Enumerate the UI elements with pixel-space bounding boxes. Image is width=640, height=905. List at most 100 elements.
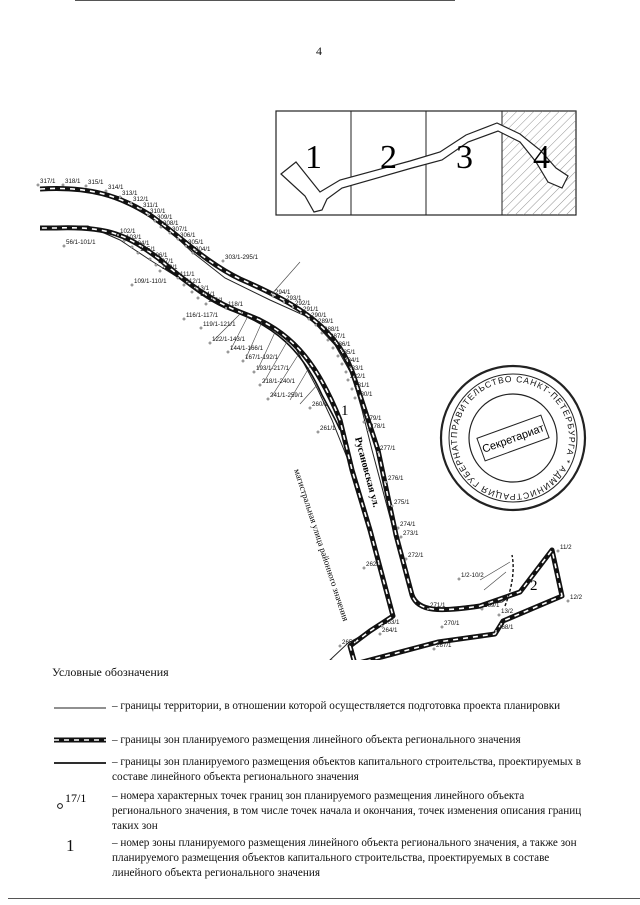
point-marker <box>130 245 134 249</box>
point-label: 56/1-101/1 <box>66 239 96 246</box>
point-label: 312/1 <box>133 196 149 203</box>
point-label: 282/1 <box>350 373 366 380</box>
point-label: 241/1-259/1 <box>270 392 304 399</box>
construction-boundary <box>164 267 341 431</box>
point-label: 305/1 <box>188 239 204 246</box>
point-label: 118/1 <box>228 301 244 308</box>
point-label: 314/1 <box>108 184 124 191</box>
point-label: 263/1 <box>384 619 400 626</box>
point-marker <box>62 244 66 248</box>
point-marker <box>199 326 203 330</box>
point-marker <box>350 387 354 391</box>
point-marker <box>118 195 122 199</box>
point-label: 311/1 <box>143 202 159 209</box>
point-label: 193/1-217/1 <box>256 365 290 372</box>
point-label: 307/1 <box>172 226 188 233</box>
point-marker <box>104 189 108 193</box>
point-marker <box>61 183 65 187</box>
map-zone-2-label: 2 <box>530 578 538 594</box>
point-marker <box>497 613 501 617</box>
point-marker <box>291 305 295 309</box>
point-label: 294/1 <box>275 289 291 296</box>
point-marker <box>378 632 382 636</box>
legend-item-5: – номер зоны планируемого размещения лин… <box>112 837 577 879</box>
top-rule <box>75 0 455 1</box>
point-marker <box>226 350 230 354</box>
seal-outer-text: ПРАВИТЕЛЬСТВО САНКТ-ПЕТЕРБУРГА * АДМИНИС… <box>0 0 576 502</box>
point-label: 281/1 <box>354 382 370 389</box>
point-label: 104/1 <box>134 240 150 247</box>
point-label: 283/1 <box>348 365 364 372</box>
point-marker <box>384 480 388 484</box>
point-marker <box>380 624 384 628</box>
point-marker <box>158 269 162 273</box>
map-zone-1-label: 1 <box>341 403 349 419</box>
inset-zone-4: 4 <box>533 139 550 176</box>
point-label: 304/1 <box>195 246 211 253</box>
point-marker <box>299 311 303 315</box>
point-marker <box>221 259 225 263</box>
point-label: 144/1-166/1 <box>230 345 264 352</box>
point-marker <box>340 362 344 366</box>
legend-item-2: – границы зон планируемого размещения ли… <box>112 734 521 746</box>
secretariat-seal: ПРАВИТЕЛЬСТВО САНКТ-ПЕТЕРБУРГА * АДМИНИС… <box>0 0 587 512</box>
point-label: 261/1 <box>320 425 336 432</box>
road-note: магистральная улица районного значения <box>292 468 351 623</box>
point-label: 267/1 <box>436 642 452 649</box>
point-label: 278/1 <box>370 423 386 430</box>
point-marker <box>362 566 366 570</box>
point-marker <box>432 647 436 651</box>
point-label: 115/1 <box>208 297 224 304</box>
point-marker <box>176 237 180 241</box>
point-marker <box>396 526 400 530</box>
page-number: 4 <box>316 44 322 58</box>
point-label: 286/1 <box>335 341 351 348</box>
point-label: 303/1-295/1 <box>225 254 259 261</box>
point-marker <box>556 549 560 553</box>
point-label: 279/1 <box>366 415 382 422</box>
point-marker <box>314 323 318 327</box>
point-marker <box>320 331 324 335</box>
point-label: 12/2 <box>570 594 583 601</box>
point-marker <box>204 302 208 306</box>
point-label: 114/1 <box>200 291 216 298</box>
point-label: 291/1 <box>303 306 319 313</box>
point-label: 310/1 <box>150 208 166 215</box>
point-label: 119/1-121/1 <box>203 321 236 328</box>
point-marker <box>190 290 194 294</box>
point-marker <box>129 201 133 205</box>
point-label: 107/1 <box>158 258 174 265</box>
legend-thin-line-symbol <box>54 707 106 709</box>
point-marker <box>182 283 186 287</box>
legend-title: Условные обозначения <box>52 665 169 679</box>
point-marker <box>346 378 350 382</box>
zone-1-boundary <box>39 186 565 660</box>
legend-thick-line-symbol <box>54 737 106 743</box>
point-label: 112/1 <box>186 278 202 285</box>
point-marker <box>122 239 126 243</box>
point-label: 105/1 <box>140 246 156 253</box>
point-marker <box>390 504 394 508</box>
point-marker <box>191 251 195 255</box>
point-marker <box>399 535 403 539</box>
point-marker <box>404 557 408 561</box>
point-label: 218/1-240/1 <box>262 378 296 385</box>
point-marker <box>307 317 311 321</box>
point-label: 122/1-143/1 <box>212 336 246 343</box>
point-label: 284/1 <box>344 357 360 364</box>
point-marker <box>344 370 348 374</box>
territory-boundary <box>40 188 563 660</box>
svg-text:ПРАВИТЕЛЬСТВО САНКТ-ПЕТЕРБУРГА: ПРАВИТЕЛЬСТВО САНКТ-ПЕТЕРБУРГА * АДМИНИС… <box>0 0 576 502</box>
point-label: 109/1-110/1 <box>134 278 167 285</box>
point-label: 103/1 <box>126 234 142 241</box>
point-label: 113/1 <box>194 285 210 292</box>
point-label: 276/1 <box>388 475 404 482</box>
point-marker <box>326 338 330 342</box>
point-marker <box>331 346 335 350</box>
point-marker <box>241 359 245 363</box>
point-marker <box>182 317 186 321</box>
point-label: 317/1 <box>40 178 56 185</box>
legend-point-symbol: 17/1 <box>57 791 86 809</box>
point-marker <box>153 219 157 223</box>
point-marker <box>266 397 270 401</box>
